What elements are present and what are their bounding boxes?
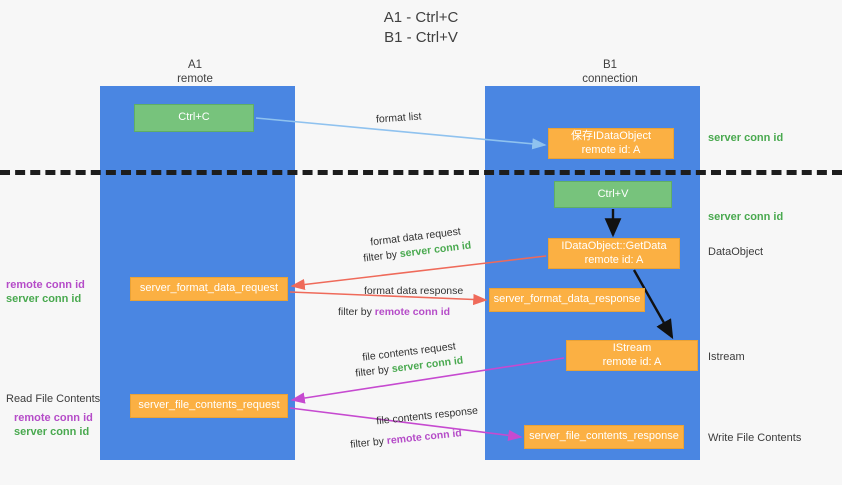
caption-file-contents-response: file contents response [375,404,479,428]
label-server-conn-id-mid: server conn id [708,211,784,223]
clipboard-boundary-divider [0,170,842,175]
label-read-file-contents: Read File Contents [6,393,101,405]
label-conn-ids-file: remote conn id server conn id [14,411,106,439]
label-server-conn-id-top: server conn id [708,132,784,144]
box-server-format-data-request[interactable]: server_format_data_request [130,277,288,301]
lane-a1-name: A1 [187,59,203,71]
caption-format-list: format list [375,110,422,126]
lane-header-b1: B1 connection [535,58,685,86]
lane-a1-role: remote [177,73,213,85]
label-dataobject: DataObject [708,246,764,258]
box-save-idataobject[interactable]: 保存IDataObject remote id: A [548,128,674,159]
label-write-file-contents: Write File Contents [708,432,802,444]
page-title: A1 - Ctrl+C B1 - Ctrl+V [383,9,459,46]
filter-remote-conn-id-1: remote conn id [374,306,451,318]
label-server-conn-id-1: server conn id [6,293,82,305]
box-server-format-data-response[interactable]: server_format_data_response [489,288,645,312]
box-ctrl-v[interactable]: Ctrl+V [554,181,672,208]
filter-prefix-4: filter by [349,435,388,451]
label-remote-conn-id-2: remote conn id [14,412,93,424]
box-idataobject-getdata[interactable]: IDataObject::GetData remote id: A [548,238,680,269]
box-server-file-contents-request[interactable]: server_file_contents_request [130,394,288,418]
filter-prefix-3: filter by [354,363,393,380]
box-ctrl-c[interactable]: Ctrl+C [134,104,254,132]
lane-b1-role: connection [582,73,638,85]
lane-header-a1: A1 remote [120,58,270,86]
caption-format-data-response: format data response [364,285,464,297]
label-conn-ids-format: remote conn id server conn id [6,278,98,306]
filter-prefix-2: filter by [338,306,375,318]
caption-filter-remote-1: filter by remote conn id [338,305,450,319]
filter-remote-conn-id-2: remote conn id [386,427,463,447]
lane-b1-name: B1 [602,59,618,71]
label-server-conn-id-2: server conn id [14,426,90,438]
label-remote-conn-id-1: remote conn id [6,279,85,291]
label-istream: Istream [708,351,745,363]
box-istream[interactable]: IStream remote id: A [566,340,698,371]
caption-filter-remote-2: filter by remote conn id [350,426,463,452]
filter-prefix-1: filter by [362,248,401,265]
box-server-file-contents-response[interactable]: server_file_contents_response [524,425,684,449]
